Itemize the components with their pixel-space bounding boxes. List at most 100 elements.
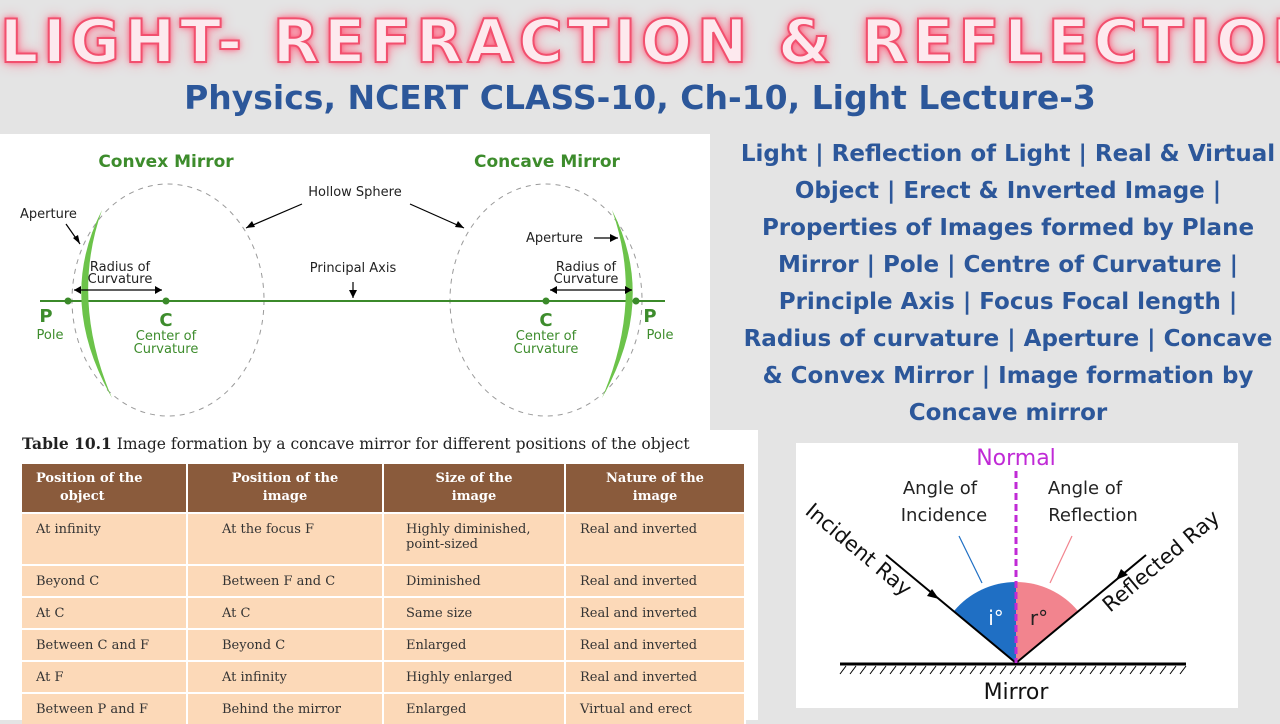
table-row: At F At infinity Highly enlarged Real an… xyxy=(22,660,746,692)
table-cell: Real and inverted xyxy=(566,512,746,564)
table-cell: At infinity xyxy=(22,512,188,564)
table-caption: Table 10.1 Image formation by a concave … xyxy=(22,434,690,453)
convex-c-label: C xyxy=(159,310,172,331)
mirror-diagram: Convex Mirror Concave Mirror Hollow Sphe… xyxy=(20,152,674,417)
convex-radius-label-1: Radius of xyxy=(90,260,151,275)
angle-incidence-label-2: Incidence xyxy=(901,505,988,526)
header-line: image xyxy=(451,489,497,504)
convex-p-label: P xyxy=(39,306,52,327)
table-cell: At C xyxy=(22,596,188,628)
header-line: Nature of the xyxy=(606,471,704,486)
incidence-symbol: i° xyxy=(988,606,1004,630)
reflection-diagram-panel: Normal Angle of Incidence Angle of Refle… xyxy=(796,443,1238,708)
angle-incidence-label-1: Angle of xyxy=(903,478,978,499)
header-line: Position of the xyxy=(231,471,339,486)
hollow-pointer-right xyxy=(409,203,465,229)
angle-reflection-label-1: Angle of xyxy=(1048,478,1123,499)
incidence-angle-sector xyxy=(954,582,1016,663)
hollow-sphere-label: Hollow Sphere xyxy=(308,185,401,200)
concave-center-label-2: Curvature xyxy=(514,342,579,357)
table-cell: Enlarged xyxy=(384,692,566,724)
concave-pole-point xyxy=(632,297,640,305)
convex-pole-label: Pole xyxy=(37,328,64,343)
concave-c-label: C xyxy=(539,310,552,331)
incident-ray-label: Incident Ray xyxy=(801,498,917,600)
table-cell: Real and inverted xyxy=(566,628,746,660)
table-cell: Real and inverted xyxy=(566,660,746,692)
table-cell: Virtual and erect xyxy=(566,692,746,724)
topics-list: Light | Reflection of Light | Real & Vir… xyxy=(740,141,1276,426)
table-cell: Beyond C xyxy=(188,628,384,660)
page-subtitle: Physics, NCERT CLASS-10, Ch-10, Light Le… xyxy=(184,78,1096,117)
table-cell: Diminished xyxy=(384,564,566,596)
aperture-label-right: Aperture xyxy=(526,231,583,246)
hollow-pointer-left-head xyxy=(246,221,255,228)
table-cell: At infinity xyxy=(188,660,384,692)
normal-label: Normal xyxy=(976,446,1056,471)
concave-radius-label-1: Radius of xyxy=(556,260,617,275)
concave-mirror-title: Concave Mirror xyxy=(474,152,621,172)
reflection-symbol: r° xyxy=(1030,606,1048,630)
incident-ray-line xyxy=(885,554,1017,664)
aperture-pointer-left-head xyxy=(73,235,80,244)
table-cell: Between P and F xyxy=(22,692,188,724)
angle-reflection-label-2: Reflection xyxy=(1048,505,1138,526)
principal-axis-pointer-head xyxy=(349,290,357,298)
hollow-pointer-left xyxy=(245,203,303,229)
hollow-pointer-right-head xyxy=(455,221,464,228)
concave-mirror-arc xyxy=(602,210,633,398)
reflected-ray-arrowhead xyxy=(1116,569,1128,580)
concave-center-point xyxy=(542,297,550,305)
header-line: image xyxy=(632,489,678,504)
header-line: image xyxy=(262,489,308,504)
table-cell: Behind the mirror xyxy=(188,692,384,724)
table-row: At infinity At the focus F Highly dimini… xyxy=(22,512,746,564)
table-caption-number: Table 10.1 xyxy=(22,434,112,453)
convex-center-label-1: Center of xyxy=(136,329,197,344)
table-row: Between C and F Beyond C Enlarged Real a… xyxy=(22,628,746,660)
table-header-row: Position of the object Position of the ima… xyxy=(22,464,746,512)
concave-center-label-1: Center of xyxy=(516,329,577,344)
table-panel: Table 10.1 Image formation by a concave … xyxy=(0,430,758,724)
table-header-cell: Position of the image xyxy=(188,464,384,512)
convex-pole-point xyxy=(64,297,72,305)
convex-radius-label-2: Curvature xyxy=(88,272,153,287)
table-cell: Real and inverted xyxy=(566,596,746,628)
aperture-pointer-right-head xyxy=(610,234,618,242)
table-header-cell: Position of the object xyxy=(22,464,188,512)
table-cell: At the focus F xyxy=(188,512,384,564)
convex-center-label-2: Curvature xyxy=(134,342,199,357)
table-header-cell: Nature of the image xyxy=(566,464,746,512)
table-row: At C At C Same size Real and inverted xyxy=(22,596,746,628)
convex-center-point xyxy=(162,297,170,305)
concave-pole-label: Pole xyxy=(647,328,674,343)
principal-axis-label: Principal Axis xyxy=(310,261,397,276)
reflection-diagram: Normal Angle of Incidence Angle of Refle… xyxy=(801,446,1224,705)
table-cell: At C xyxy=(188,596,384,628)
table-cell: Same size xyxy=(384,596,566,628)
aperture-label-left: Aperture xyxy=(20,207,77,222)
table-cell: Beyond C xyxy=(22,564,188,596)
mirror-label: Mirror xyxy=(984,680,1050,705)
header-line: object xyxy=(60,489,105,504)
convex-mirror-arc xyxy=(81,210,112,398)
mirror-diagram-panel: Convex Mirror Concave Mirror Hollow Sphe… xyxy=(0,134,710,430)
table-row: Between P and F Behind the mirror Enlarg… xyxy=(22,692,746,724)
incident-ray-arrowhead xyxy=(927,589,939,599)
concave-p-label: P xyxy=(643,306,656,327)
table-cell: Between F and C xyxy=(188,564,384,596)
image-formation-table: Position of the object Position of the ima… xyxy=(22,464,746,724)
table-row: Beyond C Between F and C Diminished Real… xyxy=(22,564,746,596)
incidence-pointer xyxy=(958,535,983,584)
page-title: LIGHT- REFRACTION & REFLECTION xyxy=(0,6,1280,78)
header-line: Position of the xyxy=(36,471,143,486)
table-cell: Highly diminished, point-sized xyxy=(384,512,566,564)
table-cell: Real and inverted xyxy=(566,564,746,596)
mirror-hatching xyxy=(839,665,1187,675)
reflection-pointer xyxy=(1049,535,1073,584)
table-caption-text: Image formation by a concave mirror for … xyxy=(111,435,690,453)
table-cell: Highly enlarged xyxy=(384,660,566,692)
convex-mirror-title: Convex Mirror xyxy=(98,152,234,172)
table-cell: Enlarged xyxy=(384,628,566,660)
